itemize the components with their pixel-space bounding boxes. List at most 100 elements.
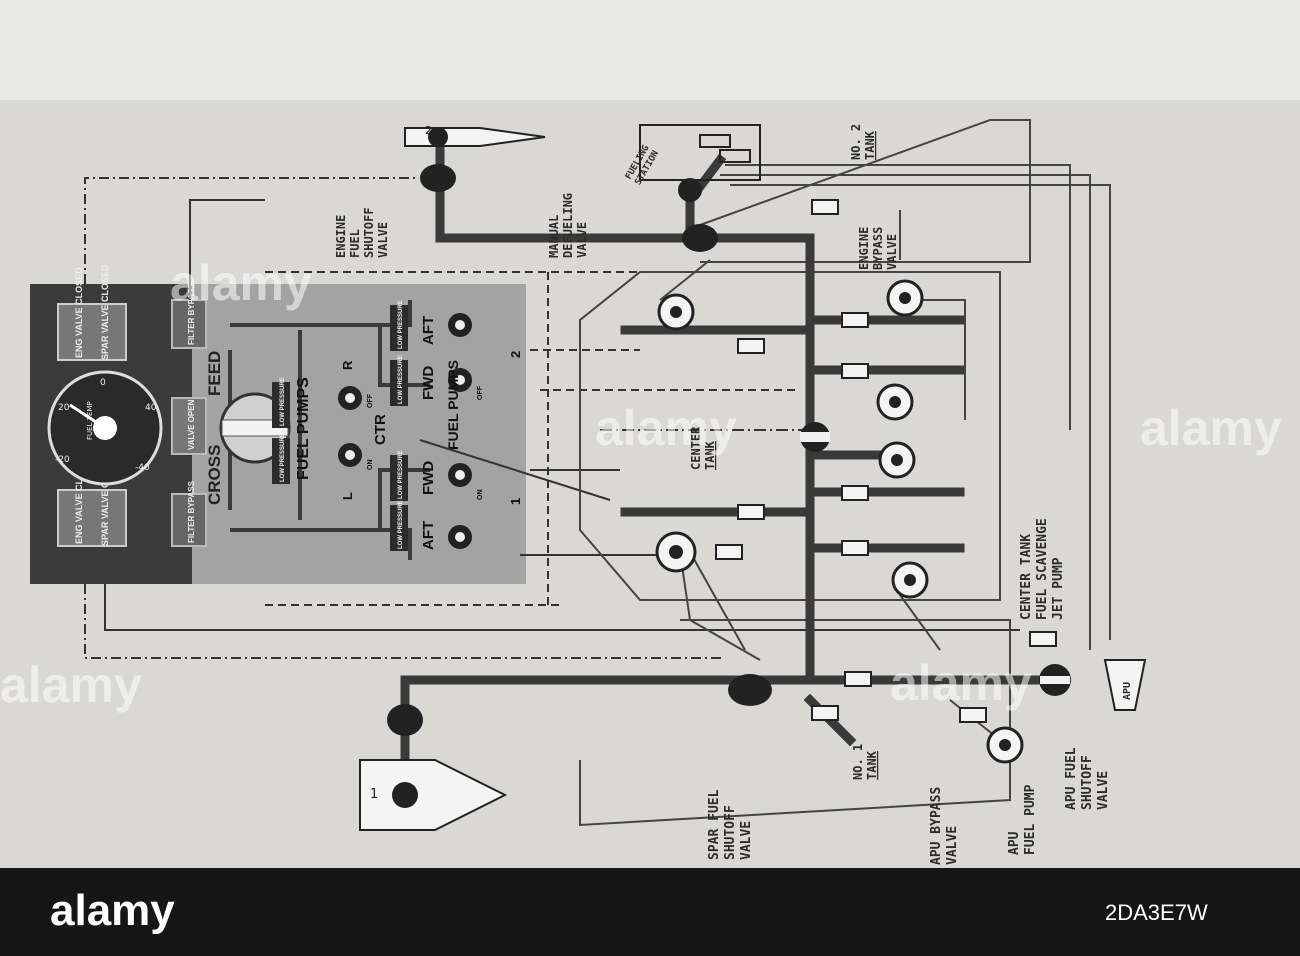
- label-apu-fuel-pump-line2: FUEL PUMP: [1023, 784, 1038, 855]
- off-label-1: OFF: [367, 393, 374, 408]
- label-manual-defueling-valve-line3: VALVE: [575, 222, 589, 258]
- watermark-5: alamy: [1140, 400, 1282, 456]
- label-no2-tank-line1: NO. 2: [849, 124, 863, 160]
- right-pump-label: R: [340, 360, 355, 370]
- low-pressure-label-aft-1: LOW PRESSURE: [398, 500, 404, 549]
- footer-stock-id: 2DA3E7W: [1105, 900, 1208, 925]
- low-pressure-light-ctr-r: [272, 382, 290, 428]
- label-center-tank: CENTER TANK: [689, 426, 717, 470]
- apu-unit: APU: [1103, 659, 1147, 711]
- label-engine-bypass-valve-line2: BYPASS: [871, 227, 885, 270]
- label-apu-fuel-shutoff-valve: APU FUEL SHUTOFF VALVE: [1064, 747, 1111, 810]
- control-wiring: [84, 177, 1020, 659]
- pump-switch-aft-1[interactable]: [448, 525, 472, 549]
- fuel-pumps-label-right: FUEL PUMPS: [445, 360, 461, 450]
- label-spar-fuel-shutoff-valve: SPAR FUEL SHUTOFF VALVE: [707, 789, 754, 860]
- low-pressure-light-fwd-2: [390, 360, 408, 406]
- pump-switch-fwd-2[interactable]: [448, 368, 472, 392]
- watermark-4: alamy: [0, 657, 142, 713]
- on-label-1: ON: [367, 460, 374, 471]
- label-apu-bypass-valve: APU BYPASS VALVE: [929, 787, 960, 865]
- label-no2-tank: NO. 2 TANK: [849, 124, 877, 160]
- label-scavenge-pump: CENTER TANK FUEL SCAVENGE JET PUMP: [1019, 518, 1066, 620]
- label-center-tank-line2: TANK: [703, 440, 717, 470]
- stock-footer: [0, 868, 1300, 956]
- label-apu-fuel-shutoff-valve-line1: APU FUEL: [1064, 747, 1079, 810]
- engine-2-label: 2: [425, 124, 432, 137]
- low-pressure-label-ctr-r: LOW PRESSURE: [280, 377, 286, 426]
- label-manual-defueling-valve: MANUAL DEFUELING VALVE: [547, 193, 589, 258]
- low-pressure-label-fwd-2: LOW PRESSURE: [398, 355, 404, 404]
- fueling-station: [639, 124, 761, 181]
- label-engine-bypass-valve-line3: VALVE: [885, 234, 899, 270]
- footer-alamy-logo: alamy: [50, 886, 175, 935]
- fuel-pumps-label-center: FUEL PUMPS: [295, 377, 312, 480]
- off-label-2: OFF: [477, 385, 484, 400]
- tank-outlines: [579, 119, 1031, 827]
- label-apu-fuel-pump-line1: APU: [1007, 831, 1022, 855]
- spar-valve-closed-label-1: SPAR VALVE CLOSED: [100, 450, 110, 546]
- check-valves: [715, 199, 1057, 723]
- label-spar-fuel-shutoff-valve-line2: SHUTOFF: [723, 805, 738, 860]
- label-scavenge-pump-line3: JET PUMP: [1051, 557, 1066, 620]
- aft-label-1: AFT: [420, 521, 437, 550]
- ctr-label: CTR: [372, 414, 389, 445]
- watermark-3: alamy: [890, 655, 1032, 711]
- components: 2 1: [359, 124, 1147, 831]
- fuel-control-panel: ENG VALVE CLOSED SPAR VALVE CLOSED ENG V…: [30, 264, 526, 584]
- engine-1-label: 1: [370, 787, 378, 802]
- label-engine-fuel-shutoff-valve-line1: ENGINE: [334, 215, 348, 258]
- label-engine-fuel-shutoff-valve: ENGINE FUEL SHUTOFF VALVE: [334, 207, 390, 258]
- gauge-tick-minus20: -20: [55, 455, 70, 465]
- eng-valve-closed-label-1: ENG VALVE CLOSED: [74, 453, 84, 544]
- low-pressure-light-fwd-1: [390, 455, 408, 501]
- engine-fuel-shutoff-valve-2: [420, 164, 456, 192]
- label-scavenge-pump-line2: FUEL SCAVENGE: [1035, 518, 1050, 620]
- low-pressure-light-aft-2: [390, 305, 408, 351]
- filter-bypass-light-1: FILTER BYPASS: [171, 480, 207, 547]
- no2-tank-outline: [699, 119, 1031, 263]
- label-no1-tank: NO. 1 TANK: [851, 744, 879, 780]
- valve-open-light: VALVE OPEN: [171, 397, 207, 455]
- low-pressure-label-aft-2: LOW PRESSURE: [398, 300, 404, 349]
- low-pressure-label-ctr-l: LOW PRESSURE: [280, 433, 286, 482]
- label-engine-bypass-valve: ENGINE BYPASS VALVE: [857, 227, 899, 270]
- pump-switch-ctr-left[interactable]: [338, 443, 362, 467]
- engine-fuel-shutoff-valve-1: [387, 704, 423, 736]
- label-spar-fuel-shutoff-valve-line3: VALVE: [739, 821, 754, 860]
- valve-open-label: VALVE OPEN: [187, 399, 196, 450]
- filter-bypass-label-1: FILTER BYPASS: [187, 480, 196, 543]
- low-pressure-label-fwd-1: LOW PRESSURE: [398, 450, 404, 499]
- label-apu-bypass-valve-line2: VALVE: [945, 826, 960, 865]
- label-engine-fuel-shutoff-valve-line4: VALVE: [376, 222, 390, 258]
- label-apu-fuel-pump: APU FUEL PUMP: [1007, 784, 1038, 855]
- pump-switch-ctr-right[interactable]: [338, 386, 362, 410]
- left-pump-label: L: [340, 492, 355, 500]
- label-no1-tank-line2: TANK: [865, 750, 879, 780]
- fwd-label-2: FWD: [420, 366, 437, 400]
- pump-switch-aft-2[interactable]: [448, 313, 472, 337]
- center-tank-outline: [579, 271, 1001, 601]
- defueling-valve: [678, 178, 702, 202]
- gauge-tick-40: 40: [145, 403, 157, 413]
- spar-valve-2: [682, 224, 718, 252]
- engine-2: 2: [404, 124, 546, 147]
- label-engine-bypass-valve-line1: ENGINE: [857, 227, 871, 270]
- crossfeed-label-feed: FEED: [205, 351, 224, 396]
- spar-valve-closed-label-2: SPAR VALVE CLOSED: [100, 264, 110, 360]
- label-manual-defueling-valve-line1: MANUAL: [547, 215, 561, 258]
- eng-valve-light-2: ENG VALVE CLOSED SPAR VALVE CLOSED: [57, 264, 127, 361]
- side-1-label: 1: [508, 498, 523, 505]
- side-2-label: 2: [508, 351, 523, 358]
- watermark-1: alamy: [170, 255, 312, 311]
- pump-switch-fwd-1[interactable]: [448, 463, 472, 487]
- label-no1-tank-line1: NO. 1: [851, 744, 865, 780]
- label-no2-tank-line2: TANK: [863, 130, 877, 160]
- fwd-label-1: FWD: [420, 461, 437, 495]
- fuel-temp-gauge[interactable]: 0 20 40 -20 -40 FUEL TEMP: [47, 370, 163, 486]
- page-margin: [0, 0, 1300, 100]
- apu-label: APU: [1122, 682, 1133, 700]
- filter-bypass-label-2: FILTER BYPASS: [187, 282, 196, 345]
- gauge-tick-20: 20: [58, 403, 70, 413]
